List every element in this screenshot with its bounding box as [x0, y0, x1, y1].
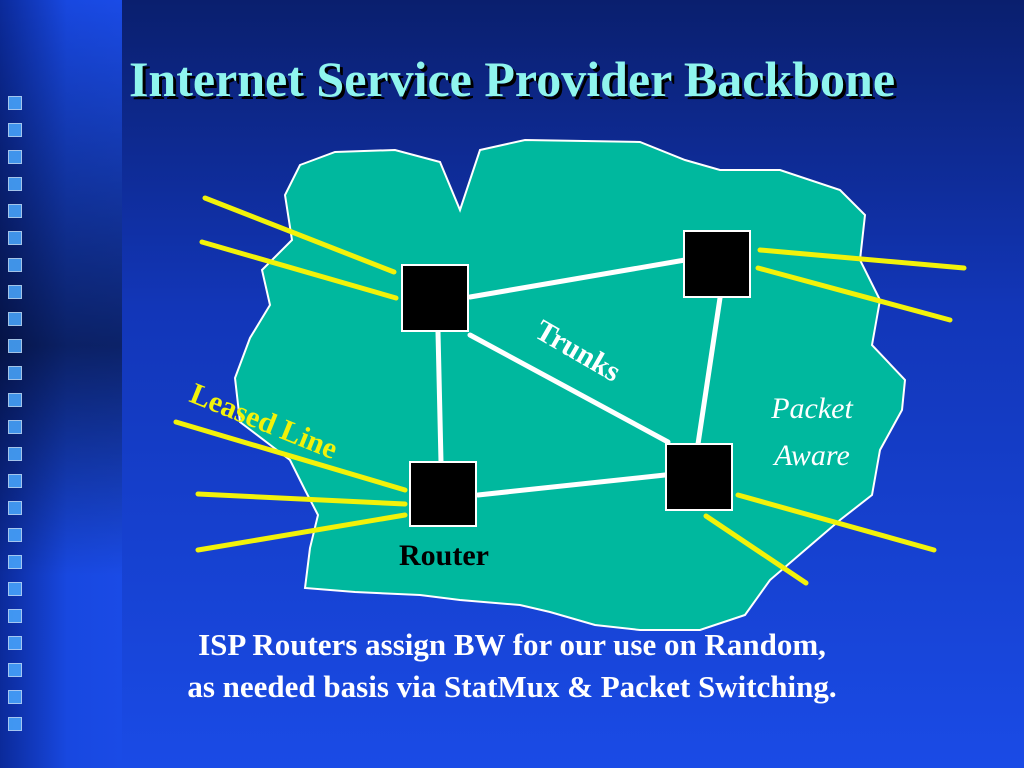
leased-line	[202, 195, 397, 275]
router-label: Router	[399, 539, 489, 572]
leased-line	[735, 492, 937, 553]
leased-line	[173, 419, 408, 493]
caption-line-2: as needed basis via StatMux & Packet Swi…	[187, 669, 837, 704]
router-node	[683, 230, 751, 298]
trunk-line	[467, 332, 671, 445]
router-node	[665, 443, 733, 511]
leased-line	[195, 512, 408, 553]
trunk-line	[467, 257, 688, 300]
slide-caption: ISP Routers assign BW for our use on Ran…	[0, 624, 1024, 708]
router-node	[401, 264, 469, 332]
decorative-square-column	[8, 96, 26, 744]
network-cloud	[233, 138, 907, 631]
slide-title: Internet Service Provider Backbone	[128, 51, 896, 107]
leased-line	[199, 239, 399, 301]
trunk-line	[475, 472, 668, 498]
leased-line	[195, 491, 408, 507]
trunk-line	[695, 295, 723, 447]
aware-label: Aware	[772, 439, 850, 472]
trunk-line	[435, 329, 444, 465]
packet-label: Packet	[770, 392, 853, 425]
leased-line	[757, 247, 967, 271]
router-node	[409, 461, 477, 527]
trunk-lines	[435, 257, 723, 498]
routers	[401, 230, 751, 527]
left-decorative-band	[0, 0, 122, 768]
caption-line-1: ISP Routers assign BW for our use on Ran…	[198, 627, 826, 662]
leased-lines	[173, 195, 967, 586]
leased-line	[755, 265, 953, 323]
leased-line	[703, 513, 809, 586]
